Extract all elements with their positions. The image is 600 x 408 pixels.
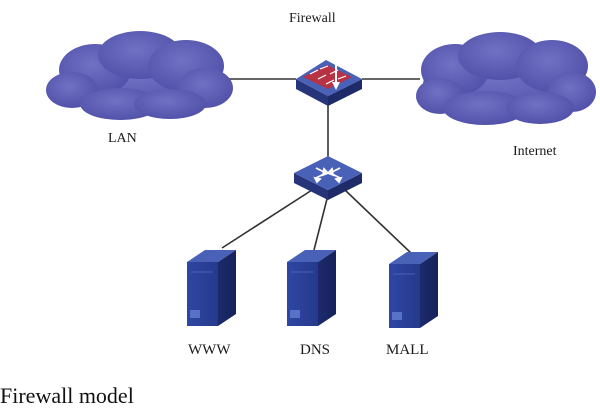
www-server-icon: [187, 250, 236, 326]
firewall-label: Firewall: [289, 11, 336, 26]
link-switch-www: [221, 189, 313, 249]
mall-label: MALL: [386, 342, 429, 358]
mall-server-icon: [389, 252, 438, 328]
firewall-icon: [296, 60, 362, 106]
dns-label: DNS: [300, 342, 331, 358]
lan-cloud-icon: [46, 31, 233, 120]
switch-icon: [294, 156, 362, 200]
dns-server-icon: [287, 250, 336, 326]
internet-cloud-icon: [416, 32, 596, 125]
figure-caption: Firewall model: [0, 383, 134, 408]
internet-label: Internet: [513, 144, 557, 159]
www-label: WWW: [188, 342, 231, 358]
link-switch-dns: [313, 194, 329, 251]
link-switch-mall: [344, 189, 413, 255]
lan-label: LAN: [108, 131, 137, 146]
